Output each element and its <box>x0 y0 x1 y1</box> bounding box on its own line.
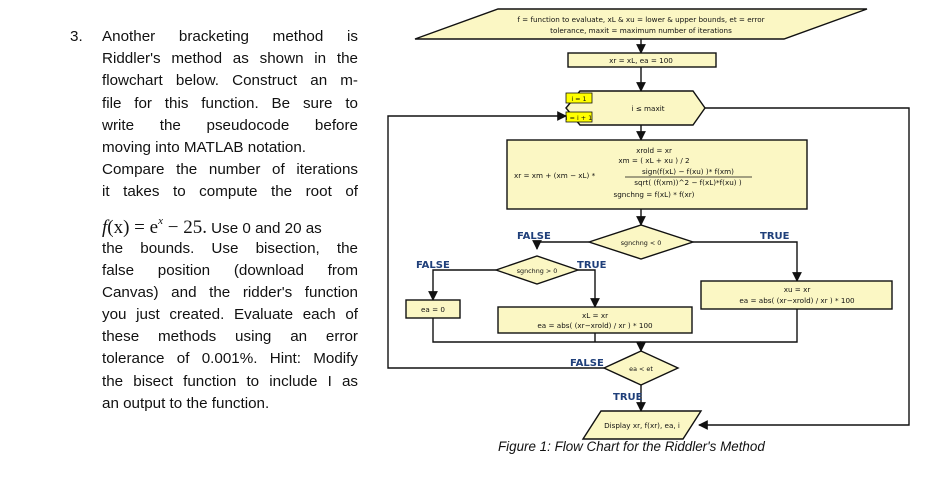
arrow-loop-exit-to-output <box>698 107 910 430</box>
input-text-line1: f = function to evaluate, xL & xu = lowe… <box>517 15 764 24</box>
arrow-decision2-true <box>578 269 600 308</box>
calc-line2: xm = ( xL + xu ) / 2 <box>618 156 689 165</box>
decision1-false-label: FALSE <box>517 231 551 242</box>
calculation-box <box>506 139 808 210</box>
decision3-text: ea < et <box>629 365 653 373</box>
line-ea-merge <box>432 318 641 343</box>
question-line: moving into MATLAB notation. <box>102 138 307 156</box>
question-line: tolerance of 0.001%. Hint: Modify <box>102 350 358 368</box>
decision2-true-label: TRUE <box>577 260 607 271</box>
question-line: you just created. Evaluate each of <box>102 306 358 324</box>
question-line: Canvas) and the ridder's function <box>102 283 358 301</box>
assign-ea-box <box>405 299 461 319</box>
question-body: Another bracketing method is Riddler's m… <box>102 26 358 415</box>
loop-incr-text: i = i + 1 <box>566 114 592 122</box>
assign-ea-text: ea = 0 <box>421 305 445 314</box>
arrow-decision1-false <box>532 240 589 250</box>
init-box <box>567 52 717 68</box>
true-branch-line2: ea = abs( (xr−xrold) / xr ) * 100 <box>739 296 855 305</box>
question-line: flowchart below. Construct an m- <box>102 72 358 90</box>
arrow-decision2-false <box>428 269 496 301</box>
equation-line: f(x) = ex − 25. Use 0 and 20 as <box>102 214 322 238</box>
calc-denominator: sqrt( (f(xm))^2 − f(xL)*f(xu) ) <box>634 178 742 187</box>
true-branch-line1: xu = xr <box>784 285 811 294</box>
output-parallelogram <box>581 410 703 440</box>
question-line: Riddler's method as shown in the <box>102 50 358 68</box>
decision1-text: sgnchng < 0 <box>621 239 662 247</box>
false-branch-line2: ea = abs( (xr−xrold) / xr ) * 100 <box>537 321 653 330</box>
calc-line4: sgnchng = f(xL) * f(xr) <box>614 190 695 199</box>
calc-line3-left: xr = xm + (xm − xL) * <box>514 171 596 180</box>
input-text-line2: tolerance, maxit = maximum number of ite… <box>550 26 732 35</box>
decision1-true-label: TRUE <box>760 231 790 242</box>
connectors <box>387 39 910 430</box>
equation: f(x) = ex − 25. <box>102 214 207 238</box>
arrow-merge-to-decision3 <box>636 309 798 352</box>
question-line: it takes to compute the root of <box>102 183 358 201</box>
calc-line1: xrold = xr <box>636 146 672 155</box>
loop-condition-text: i ≤ maxit <box>631 104 664 113</box>
output-text: Display xr, f(xr), ea, i <box>604 421 680 430</box>
loop-init-text: i = 1 <box>571 95 586 103</box>
arrow-decision1-true <box>693 241 802 282</box>
loop-decision <box>565 90 706 126</box>
init-text: xr = xL, ea = 100 <box>609 56 673 65</box>
false-branch-line1: xL = xr <box>582 311 608 320</box>
arrow-decision3-false-loop <box>387 111 604 369</box>
calc-numerator: sign(f(xL) − f(xu) )* f(xm) <box>642 167 734 176</box>
false-branch-box <box>497 306 693 334</box>
decision-ea-lt-et <box>602 350 680 386</box>
question-number: 3. <box>70 28 83 45</box>
decision-sgnchng-negative <box>586 224 696 260</box>
loop-incr-box <box>565 111 593 123</box>
input-parallelogram <box>414 8 868 40</box>
question-line: the bisect function to include I as <box>102 372 358 390</box>
question-line: these methods using an error <box>102 328 358 346</box>
question-line: write the pseudocode before <box>102 116 358 134</box>
question-line: file for this function. Be sure to <box>102 94 358 112</box>
decision3-true-label: TRUE <box>613 392 643 403</box>
question-line: an output to the function. <box>102 394 270 412</box>
question-line: Another bracketing method is <box>102 28 358 45</box>
decision2-text: sgnchng > 0 <box>517 267 558 275</box>
loop-init-box <box>565 92 593 104</box>
figure-caption: Figure 1: Flow Chart for the Riddler's M… <box>498 439 765 454</box>
decision-sgnchng-positive <box>493 255 581 285</box>
decision2-false-label: FALSE <box>416 260 450 271</box>
decision3-false-label: FALSE <box>570 358 604 369</box>
question-line: the bounds. Use bisection, the <box>102 239 358 257</box>
question-line: false position (download from <box>102 261 358 279</box>
true-branch-box <box>700 280 893 310</box>
question-line: Compare the number of iterations <box>102 161 358 179</box>
